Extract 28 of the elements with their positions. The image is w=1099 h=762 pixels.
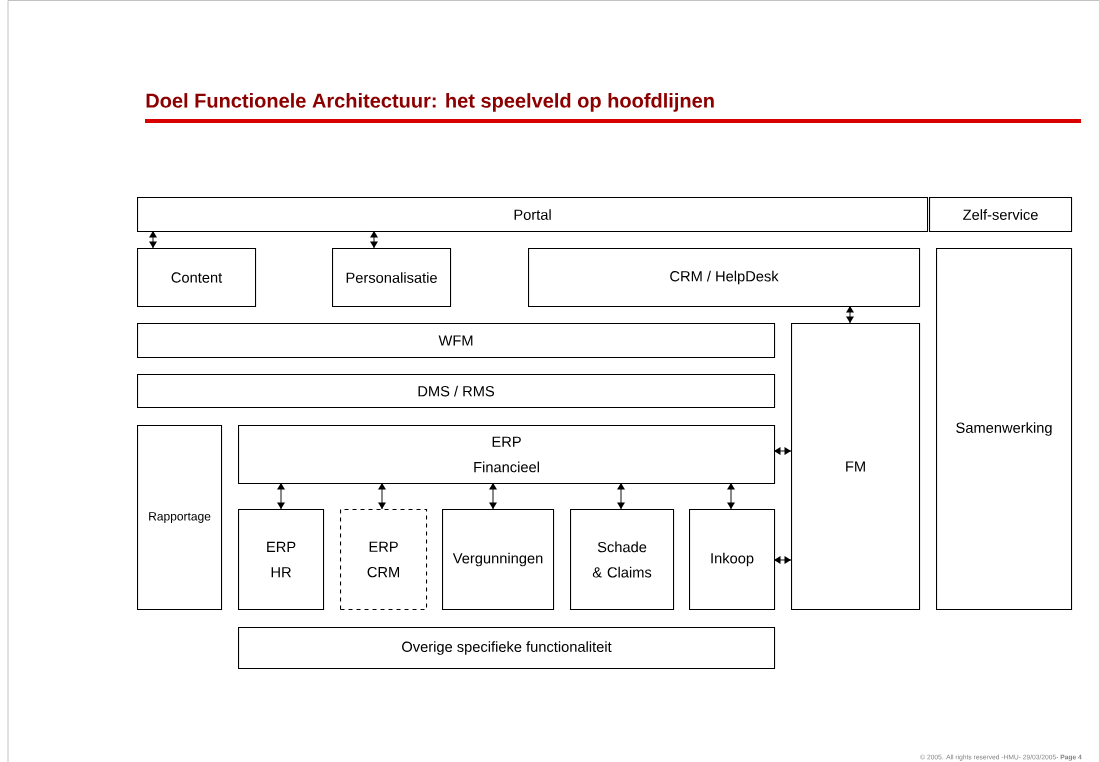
- box: Samenwerking: [936, 248, 1073, 611]
- box: WFM: [137, 323, 776, 359]
- box: Portal: [137, 197, 929, 233]
- arrow: [149, 230, 157, 249]
- box: Overige specifieke functionaliteit: [238, 627, 776, 670]
- box: Inkoop: [689, 509, 776, 611]
- arrow: [727, 482, 735, 510]
- arrow: [489, 482, 497, 510]
- arrow: [277, 482, 285, 510]
- box: Vergunningen: [442, 509, 555, 611]
- box: Zelf-service: [929, 197, 1073, 233]
- box: Personalisatie: [332, 248, 452, 308]
- box: DMS / RMS: [137, 374, 776, 409]
- arrow: [773, 556, 792, 564]
- box: Schade & Claims: [570, 509, 675, 611]
- arrow: [773, 447, 792, 455]
- arrow: [370, 230, 378, 249]
- dashed-box: ERP CRM: [340, 509, 428, 611]
- arrow: [378, 482, 386, 510]
- box: Content: [137, 248, 257, 308]
- box: FM: [791, 323, 921, 611]
- arrow: [846, 305, 854, 324]
- box: ERP HR: [238, 509, 325, 611]
- box: Rapportage: [137, 425, 223, 611]
- title: Doel Functionele Architectuur: het speelveld op hoofdlijnen: [146, 93, 714, 112]
- box: CRM / HelpDesk: [528, 248, 921, 308]
- box: ERP Financieel: [238, 425, 776, 485]
- arrow: [617, 482, 625, 510]
